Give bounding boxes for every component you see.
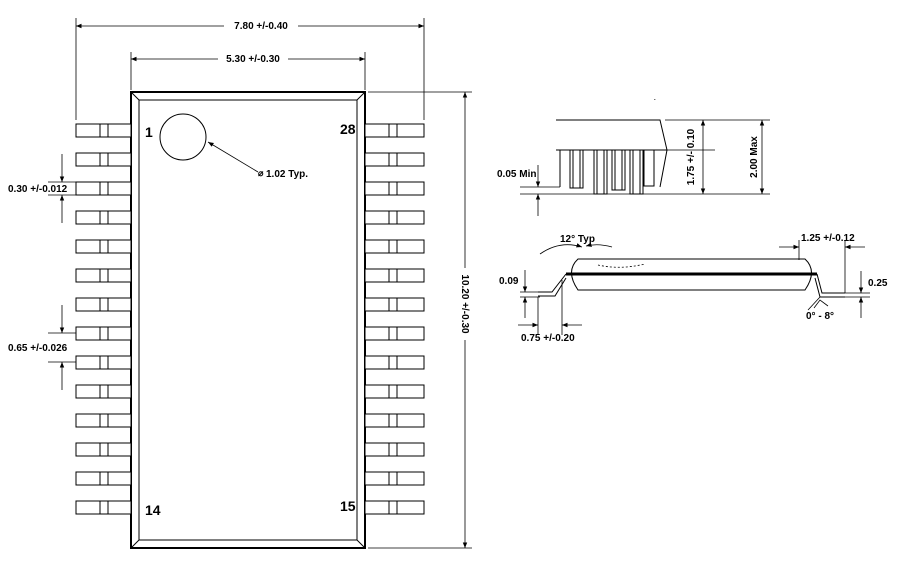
lead-height-dim: 0.25 — [868, 278, 888, 289]
package-body-inner — [138, 99, 358, 541]
overall-width-dim: 7.80 +/-0.40 — [234, 21, 288, 32]
diameter-symbol: ⌀ — [258, 168, 264, 178]
pin-label-14: 14 — [145, 502, 161, 518]
lead-right-16 — [364, 471, 425, 486]
lead-left-8 — [75, 326, 132, 341]
lead-left-11 — [75, 413, 132, 428]
pin-label-15: 15 — [340, 498, 356, 514]
pin-label-1: 1 — [145, 124, 153, 140]
pin1-marker-circle — [159, 113, 207, 161]
lead-right-28 — [364, 123, 425, 138]
standoff-dim: 0.05 Min — [497, 169, 536, 180]
lead-right-26 — [364, 181, 425, 196]
detail-body — [571, 258, 812, 291]
lead-right-18 — [364, 413, 425, 428]
lead-left-4 — [75, 210, 132, 225]
lead-right-21 — [364, 326, 425, 341]
top-view: ⌀ 1.02 Typ. 1 28 14 15 7.80 +/-0.40 5.30… — [8, 18, 472, 549]
body-width-dim: 5.30 +/-0.30 — [226, 54, 280, 65]
pin1-leader-line — [207, 141, 259, 173]
lead-right-20 — [364, 355, 425, 370]
side-body-top — [556, 119, 668, 151]
foot-angle-dim: 0° - 8° — [806, 311, 834, 322]
package-body — [130, 91, 366, 549]
right-leads — [364, 123, 425, 515]
lead-left-7 — [75, 297, 132, 312]
max-height-dim: 2.00 Max — [749, 136, 760, 178]
body-height-dim: 1.75 +/- 0.10 — [686, 128, 697, 185]
foot-length-dim: 1.25 +/-0.12 — [801, 233, 855, 244]
lead-left-14 — [75, 500, 132, 515]
lead-length-dim: 0.75 +/-0.20 — [521, 333, 575, 344]
lead-left-13 — [75, 471, 132, 486]
lead-detail-view: 12° Typ 1.25 +/-0.12 0.09 0.25 0° - 8° 0… — [499, 233, 888, 344]
lead-thickness-dim: 0.09 — [499, 276, 519, 287]
left-leads — [75, 123, 132, 515]
lead-left-5 — [75, 239, 132, 254]
body-length-dim: 10.20 +/-0.30 — [459, 274, 470, 334]
lead-right-24 — [364, 239, 425, 254]
lead-right-19 — [364, 384, 425, 399]
pitch-dim: 0.65 +/-0.026 — [8, 343, 68, 354]
lead-right-22 — [364, 297, 425, 312]
lead-left-1 — [75, 123, 132, 138]
pin-label-28: 28 — [340, 121, 356, 137]
lead-left-12 — [75, 442, 132, 457]
lead-right-25 — [364, 210, 425, 225]
lead-left-2 — [75, 152, 132, 167]
side-leads — [569, 149, 655, 195]
lead-width-dim: 0.30 +/-0.012 — [8, 184, 68, 195]
lead-left-3 — [75, 181, 132, 196]
lead-right-15 — [364, 500, 425, 515]
side-view: 0.05 Min 1.75 +/- 0.10 2.00 Max . — [497, 96, 770, 216]
pin1-marker-dim: 1.02 Typ. — [266, 169, 308, 180]
lead-left-10 — [75, 384, 132, 399]
lead-right-17 — [364, 442, 425, 457]
lead-left-9 — [75, 355, 132, 370]
right-gull-wing-lead — [814, 273, 845, 298]
mold-angle-dim: 12° Typ — [560, 234, 595, 245]
svg-text:.: . — [654, 96, 656, 102]
lead-left-6 — [75, 268, 132, 283]
lead-right-27 — [364, 152, 425, 167]
lead-right-23 — [364, 268, 425, 283]
